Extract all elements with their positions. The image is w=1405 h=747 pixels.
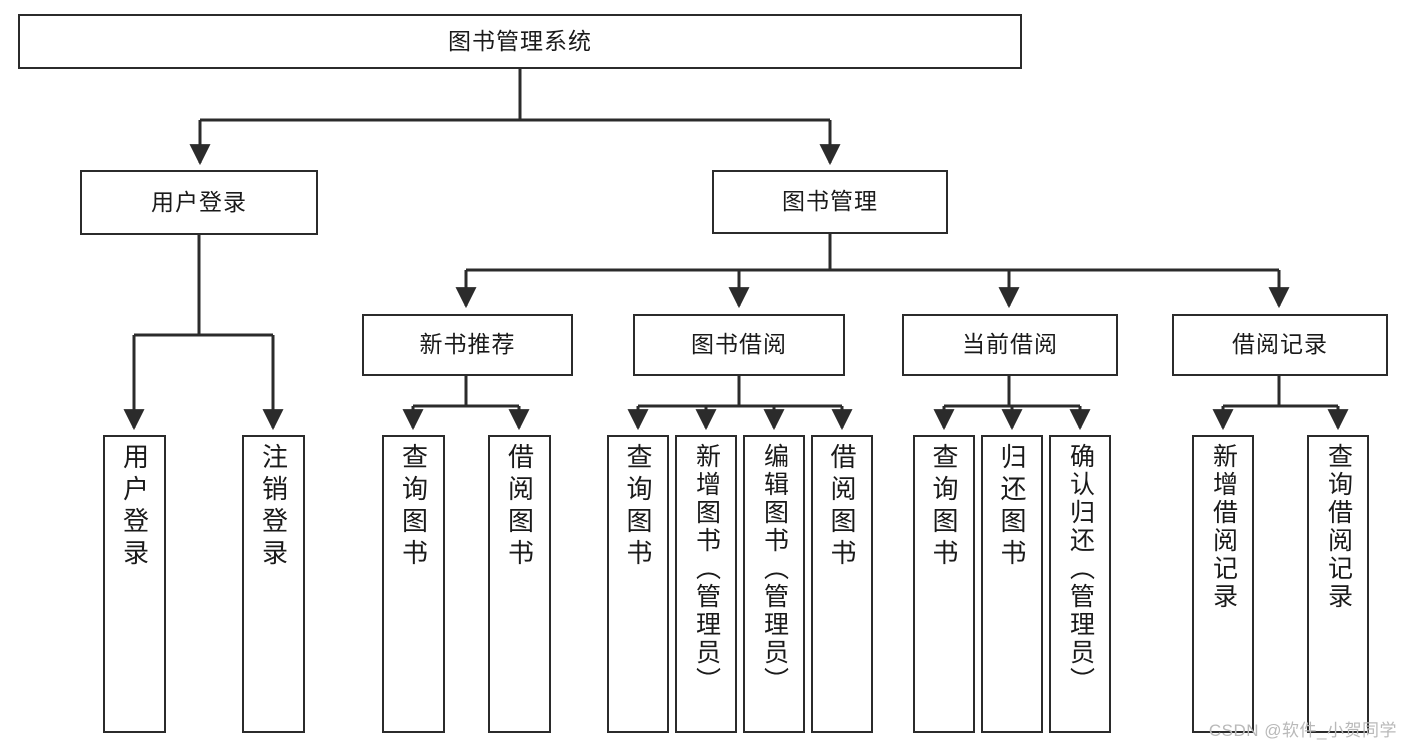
node-label: 图书管理	[782, 188, 878, 215]
leaf-book-borrow-query-book[interactable]: 查询图书	[607, 435, 669, 733]
node-label: 确认归还（管理员）	[1066, 443, 1095, 695]
leaf-borrow-record-query-record[interactable]: 查询借阅记录	[1307, 435, 1369, 733]
node-borrow-record[interactable]: 借阅记录	[1172, 314, 1388, 376]
leaf-book-borrow-borrow-book[interactable]: 借阅图书	[811, 435, 873, 733]
node-label: 图书借阅	[691, 331, 787, 358]
node-label: 查询图书	[623, 443, 653, 571]
node-label: 新增图书（管理员）	[692, 443, 721, 695]
node-label: 查询借阅记录	[1324, 443, 1353, 611]
node-label: 编辑图书（管理员）	[760, 443, 789, 695]
node-label: 借阅图书	[504, 443, 535, 571]
leaf-borrow-record-add-record[interactable]: 新增借阅记录	[1192, 435, 1254, 733]
node-book-management[interactable]: 图书管理	[712, 170, 948, 234]
node-label: 新增借阅记录	[1209, 443, 1238, 611]
node-label: 当前借阅	[962, 331, 1058, 358]
leaf-user-login-logout[interactable]: 注销登录	[242, 435, 305, 733]
leaf-new-book-query-book[interactable]: 查询图书	[382, 435, 445, 733]
node-label: 图书管理系统	[448, 27, 592, 54]
leaf-new-book-borrow-book[interactable]: 借阅图书	[488, 435, 551, 733]
leaf-book-borrow-add-book-admin[interactable]: 新增图书（管理员）	[675, 435, 737, 733]
node-root-book-management-system[interactable]: 图书管理系统	[18, 14, 1022, 69]
node-label: 借阅记录	[1232, 331, 1328, 358]
leaf-current-borrow-return-book[interactable]: 归还图书	[981, 435, 1043, 733]
leaf-user-login-login[interactable]: 用户登录	[103, 435, 166, 733]
node-new-book-recommend[interactable]: 新书推荐	[362, 314, 573, 376]
node-current-borrow[interactable]: 当前借阅	[902, 314, 1118, 376]
node-user-login[interactable]: 用户登录	[80, 170, 318, 235]
node-label: 用户登录	[151, 188, 247, 215]
node-label: 归还图书	[997, 443, 1027, 571]
leaf-book-borrow-edit-book-admin[interactable]: 编辑图书（管理员）	[743, 435, 805, 733]
node-book-borrow[interactable]: 图书借阅	[633, 314, 845, 376]
node-label: 查询图书	[929, 443, 959, 571]
node-label: 借阅图书	[827, 443, 857, 571]
leaf-current-borrow-confirm-return-admin[interactable]: 确认归还（管理员）	[1049, 435, 1111, 733]
node-label: 查询图书	[398, 443, 429, 571]
node-label: 注销登录	[258, 443, 289, 571]
leaf-current-borrow-query-book[interactable]: 查询图书	[913, 435, 975, 733]
node-label: 新书推荐	[419, 331, 516, 358]
node-label: 用户登录	[119, 443, 150, 571]
